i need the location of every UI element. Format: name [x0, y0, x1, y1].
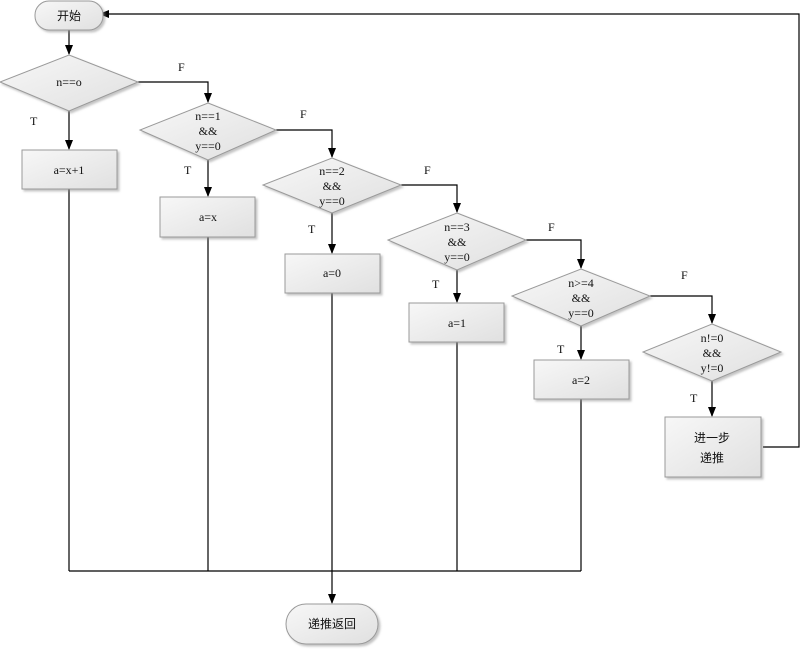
decision-n3: n==3 && y==0 — [386, 212, 528, 271]
decision-n3-line3: y==0 — [444, 250, 470, 264]
process-further-recursion-line2: 递推 — [700, 451, 724, 465]
decision-n1-line1: n==1 — [195, 109, 221, 123]
decision-n4: n>=4 && y==0 — [510, 268, 652, 327]
decision-n3-line1: n==3 — [444, 220, 470, 234]
process-a-0: a=0 — [284, 253, 381, 294]
label-t-n3: T — [432, 277, 440, 291]
decision-n5: n!=0 && y!=0 — [641, 323, 783, 382]
label-t-n4: T — [557, 342, 565, 356]
process-a-1: a=1 — [408, 302, 505, 343]
process-a-x: a=x — [159, 196, 256, 238]
decision-n4-line1: n>=4 — [568, 276, 594, 290]
process-a-x-plus-1-text: a=x+1 — [54, 163, 85, 177]
label-t-n1: T — [184, 163, 192, 177]
end-label: 递推返回 — [308, 617, 356, 631]
end-terminal: 递推返回 — [285, 603, 379, 645]
branch-labels: T F T F T F T F T F T — [30, 60, 698, 405]
process-a-x-plus-1: a=x+1 — [21, 149, 118, 190]
decision-n0-text: n==o — [56, 75, 82, 89]
process-further-recursion: 进一步 递推 — [664, 416, 762, 478]
label-t-n0: T — [30, 114, 38, 128]
decision-n1: n==1 && y==0 — [138, 102, 278, 161]
label-t-n5: T — [690, 391, 698, 405]
arrow-loop-back — [99, 10, 800, 448]
label-f-n4: F — [681, 268, 688, 282]
start-label: 开始 — [57, 9, 81, 23]
process-a-2: a=2 — [533, 359, 630, 400]
arrow-n3-false — [526, 239, 585, 269]
label-f-n3: F — [548, 220, 555, 234]
decision-n2-line3: y==0 — [319, 194, 345, 208]
start-terminal: 开始 — [34, 0, 104, 31]
process-a-2-text: a=2 — [572, 373, 590, 387]
decision-n2: n==2 && y==0 — [261, 157, 403, 214]
arrow-n4-false — [650, 295, 716, 324]
decision-n0: n==o — [0, 54, 140, 112]
decision-n2-line2: && — [323, 179, 342, 193]
process-a-0-text: a=0 — [323, 266, 341, 280]
decision-n5-line1: n!=0 — [701, 331, 724, 345]
arrow-n1-false — [276, 129, 336, 158]
decision-n1-line2: && — [199, 124, 218, 138]
connectors — [65, 10, 800, 604]
decision-n2-line1: n==2 — [319, 164, 345, 178]
decision-n4-line3: y==0 — [568, 306, 594, 320]
label-t-n2: T — [308, 222, 316, 236]
decision-n1-line3: y==0 — [195, 139, 221, 153]
decision-n3-line2: && — [448, 235, 467, 249]
label-f-n2: F — [424, 163, 431, 177]
decision-n5-line3: y!=0 — [701, 361, 724, 375]
decision-n5-line2: && — [703, 346, 722, 360]
process-a-1-text: a=1 — [448, 316, 466, 330]
arrow-n0-false — [138, 81, 212, 103]
label-f-n0: F — [178, 60, 185, 74]
process-further-recursion-line1: 进一步 — [694, 431, 730, 445]
arrow-n2-false — [401, 184, 461, 213]
decision-n4-line2: && — [572, 291, 591, 305]
label-f-n1: F — [300, 107, 307, 121]
process-a-x-text: a=x — [199, 210, 217, 224]
